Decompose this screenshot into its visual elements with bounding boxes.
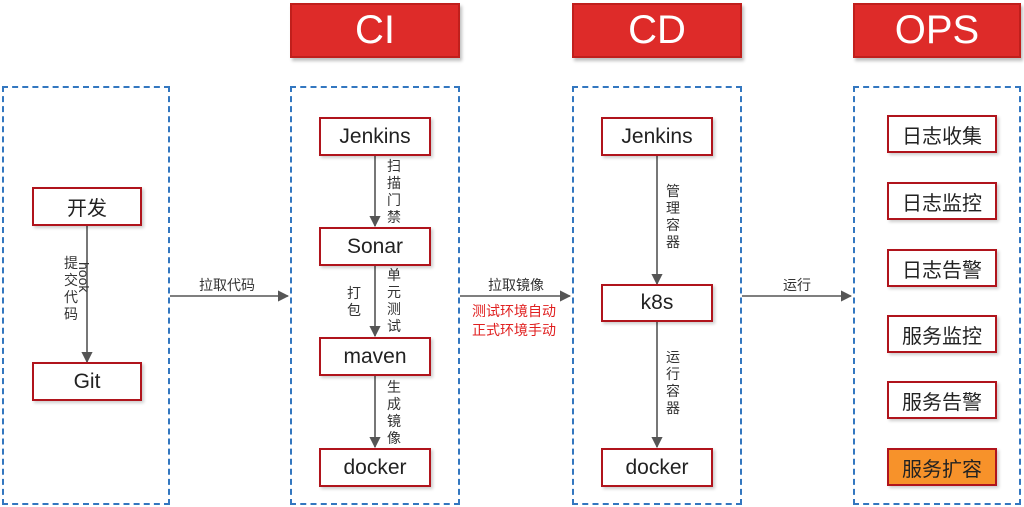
prod-env-manual-label: 正式环境手动 [472, 323, 556, 339]
maven-node: maven [319, 337, 431, 376]
ci-stage [290, 86, 460, 505]
ops-item-log-alert: 日志告警 [887, 249, 997, 287]
unit-test-label: 单元测试 [387, 268, 401, 335]
ops-header: OPS [853, 3, 1021, 58]
dev-stage [2, 86, 170, 505]
ci-docker-node: docker [319, 448, 431, 487]
scan-gate-label: 扫描门禁 [387, 159, 401, 226]
ops-item-service-monitor: 服务监控 [887, 315, 997, 353]
ops-item-log-monitor: 日志监控 [887, 182, 997, 220]
k8s-node: k8s [601, 284, 713, 322]
ci-header: CI [290, 3, 460, 58]
ops-stage [853, 86, 1021, 505]
manage-containers-label: 管理容器 [666, 184, 680, 251]
submit-code-label: 提交代码 [64, 256, 78, 323]
run-label: 运行 [783, 278, 811, 294]
cd-header: CD [572, 3, 742, 58]
git-node: Git [32, 362, 142, 401]
pull-code-label: 拉取代码 [199, 278, 255, 294]
cd-docker-node: docker [601, 448, 713, 487]
package-label: 打包 [347, 286, 361, 319]
test-env-auto-label: 测试环境自动 [472, 304, 556, 320]
cd-stage [572, 86, 742, 505]
run-containers-label: 运行容器 [666, 350, 680, 417]
ci-jenkins-node: Jenkins [319, 117, 431, 156]
hook-label: hook [76, 262, 92, 293]
build-image-label: 生成镜像 [387, 380, 401, 447]
sonar-node: Sonar [319, 227, 431, 266]
cd-jenkins-node: Jenkins [601, 117, 713, 156]
ops-item-service-scale: 服务扩容 [887, 448, 997, 486]
pull-image-label: 拉取镜像 [488, 278, 544, 294]
ops-item-service-alert: 服务告警 [887, 381, 997, 419]
ops-item-log-collect: 日志收集 [887, 115, 997, 153]
develop-node: 开发 [32, 187, 142, 226]
